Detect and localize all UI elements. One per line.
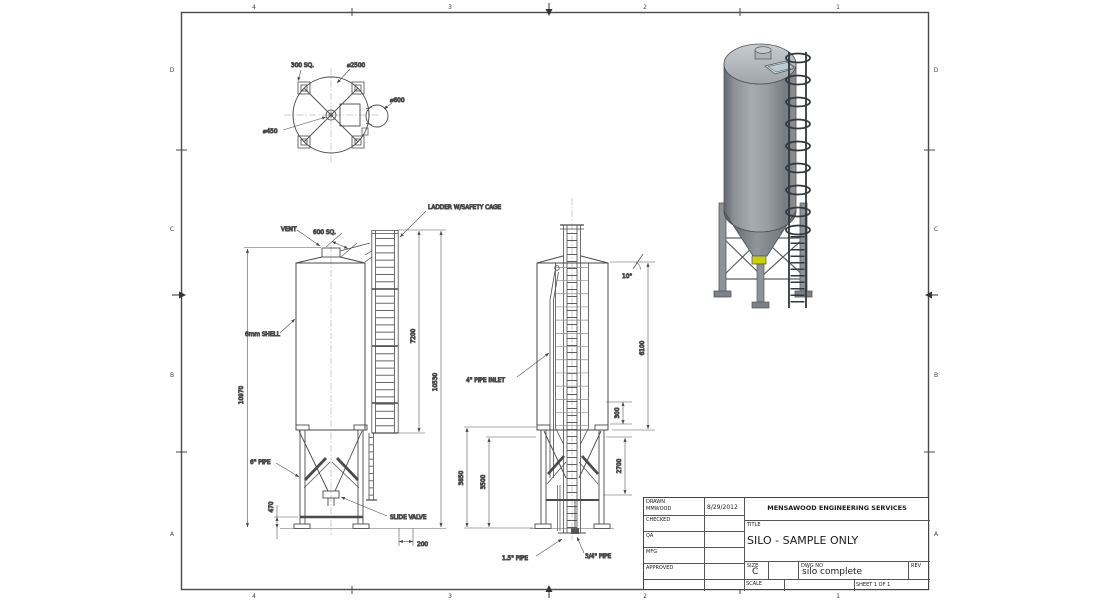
dim-hub-diameter: ⌀450: [263, 129, 278, 135]
zone-top-1: 1: [836, 4, 840, 11]
dim-vent-size: 600 SQ.: [313, 230, 336, 236]
approved-label: APPROVED: [646, 564, 674, 571]
render-valve: [751, 255, 767, 265]
checked-label: CHECKED: [646, 516, 671, 523]
center-marker-right: [925, 291, 938, 299]
dim-offset: 200: [417, 542, 428, 548]
dim-top-gap: 300: [615, 407, 621, 418]
pipe-valve: [571, 528, 579, 534]
drawn-label: DRAWN: [646, 499, 665, 505]
side-ladder: [555, 224, 589, 534]
mfg-label: MFG: [646, 548, 658, 555]
dim-shell-height: 6100: [640, 340, 646, 355]
vent: [321, 247, 341, 258]
dim-roof-angle: 10°: [622, 274, 632, 280]
rev-label: REV: [911, 562, 922, 569]
dim-tank-diameter: ⌀2500: [347, 63, 366, 69]
render-3d: [713, 43, 813, 309]
render-ladder: [785, 52, 811, 308]
dwg-no-label: DWG NO: [801, 562, 823, 569]
zone-top-2: 2: [643, 4, 647, 11]
center-marker-top: [545, 3, 553, 16]
front-ladder: [364, 230, 399, 501]
zone-left-c: C: [170, 226, 174, 233]
zone-top-3: 3: [448, 4, 452, 11]
zone-top-4: 4: [252, 4, 256, 11]
drawn-date: 8/29/2012: [707, 504, 738, 511]
sheet-number: SHEET 1 OF 1: [856, 582, 891, 588]
dim-manway-diameter: ⌀600: [390, 98, 405, 104]
zone-left-a: A: [170, 531, 175, 538]
dwg-no-value: silo complete: [802, 567, 863, 577]
pipe-inlet: [549, 265, 560, 478]
side-hopper: [543, 430, 602, 534]
slide-valve: [322, 490, 340, 499]
dim-cage-height: 7200: [411, 328, 417, 343]
dim-inner-height: 3500: [481, 474, 487, 489]
zone-right-a: A: [934, 531, 939, 538]
label-ladder-cage: LADDER W/SAFETY CAGE: [428, 205, 502, 211]
zone-left-b: B: [170, 372, 174, 379]
dim-base-height: 470: [269, 501, 275, 512]
sheet-frame: 4 3 2 1 4 3 2 1 D C B A D C B A: [170, 3, 939, 600]
label-leg-pipe: 6" PIPE: [250, 460, 271, 466]
size-value: C: [752, 567, 759, 577]
center-marker-left: [172, 291, 186, 299]
side-dimensions: [464, 253, 655, 529]
qa-label: QA: [646, 532, 654, 539]
label-pipe-inlet: 4" PIPE INLET: [466, 378, 505, 384]
zone-right-c: C: [934, 226, 938, 233]
dim-total-height: 10970: [239, 385, 245, 404]
render-discharge-pipe: [756, 263, 765, 303]
hopper: [298, 430, 363, 506]
front-dimensions: [244, 229, 446, 546]
zone-left-d: D: [170, 67, 175, 74]
zone-right-d: D: [934, 67, 939, 74]
label-vent: VENT: [281, 227, 297, 233]
zone-bottom-3: 3: [448, 593, 452, 600]
title-block: DRAWN MMWOOD 8/29/2012 CHECKED QA MFG AP…: [643, 497, 930, 591]
side-legs: [534, 424, 611, 529]
title-label: TITLE: [747, 521, 761, 528]
center-marker-bottom: [545, 585, 553, 598]
label-slide-valve: SLIDE VALVE: [390, 515, 427, 521]
render-hopper: [723, 209, 797, 257]
inlet-box: [339, 103, 361, 127]
top-view: 300 SQ. ⌀2500 ⌀600 ⌀450: [263, 63, 405, 163]
manway: [361, 104, 389, 136]
drawn-name: MMWOOD: [646, 506, 672, 512]
front-view: VENT 600 SQ. LADDER W/SAFETY CAGE 6mm SH…: [239, 205, 503, 549]
render-legs: [713, 202, 813, 298]
zone-bottom-2: 2: [643, 593, 647, 600]
company-name: MENSAWOOD ENGINEERING SERVICES: [767, 504, 907, 512]
scale-label: SCALE: [746, 580, 763, 587]
zone-bottom-4: 4: [252, 593, 256, 600]
render-roof: [723, 43, 797, 85]
front-legs: [293, 424, 370, 529]
dim-leg-height: 3850: [459, 470, 465, 485]
drawing-title: SILO - SAMPLE ONLY: [747, 534, 859, 547]
size-label: SIZE: [747, 562, 759, 569]
label-pipe-15: 1.5" PIPE: [502, 556, 528, 562]
zone-bottom-1: 1: [836, 593, 840, 600]
render-rear-pad: [751, 301, 770, 309]
label-pipe-34: 3/4" PIPE: [585, 554, 612, 560]
dim-brace-height: 2700: [617, 458, 623, 473]
leg-pads: [297, 81, 365, 149]
dim-ladder-overall: 10530: [433, 372, 439, 391]
zone-right-b: B: [934, 372, 938, 379]
label-shell: 6mm SHELL: [245, 332, 281, 338]
side-view: 4" PIPE INLET 1.5" PIPE 3/4" PIPE 10° 61…: [459, 198, 655, 563]
dim-leg-size: 300 SQ.: [291, 63, 314, 69]
render-shell: [723, 63, 797, 233]
